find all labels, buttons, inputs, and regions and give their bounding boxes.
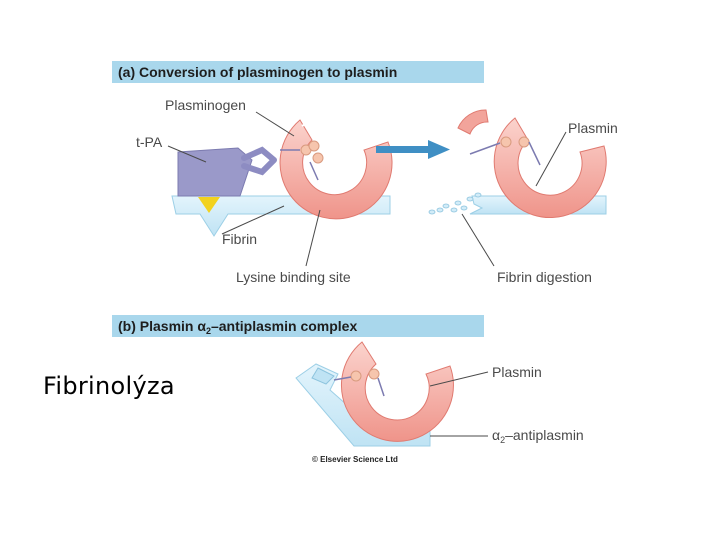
panel-a: (a) Conversion of plasminogen to plasmin [112, 61, 618, 285]
slide-title: Fibrinolýza [43, 372, 175, 400]
plasmin-linker-b [333, 376, 385, 397]
panel-a-header-band [112, 61, 484, 83]
label-tpa: t-PA [136, 134, 163, 150]
antiplasmin-tab [311, 367, 335, 385]
panel-b-header: (b) Plasmin α2–antiplasmin complex [118, 318, 357, 336]
plasmin-fragment-a [457, 109, 489, 135]
label-antiplasmin: α2–antiplasmin [492, 427, 584, 445]
plasminogen-bead-3 [308, 140, 320, 152]
conversion-arrow [376, 140, 450, 159]
panel-b-leader-lines [429, 371, 489, 437]
plasminogen-linker [280, 149, 319, 181]
plasmin-bead-2 [518, 136, 530, 148]
label-fibrin: Fibrin [222, 231, 257, 247]
panel-a-header: (a) Conversion of plasminogen to plasmin [118, 64, 397, 80]
plasminogen-ring-stripe [301, 116, 341, 127]
fibrin-fragments [428, 192, 482, 215]
plasminogen-ring [279, 119, 393, 220]
plasmin-bead-1 [500, 136, 512, 148]
panel-b: (b) Plasmin α2–antiplasmin complex Plasm… [112, 315, 584, 464]
label-plasminogen: Plasminogen [165, 97, 246, 113]
plasmin-linker-a [469, 141, 541, 166]
label-plasmin-b: Plasmin [492, 364, 542, 380]
plasminogen-bead-2 [312, 152, 324, 164]
copyright-notice: © Elsevier Science Ltd [312, 455, 398, 464]
plasmin-b-bead-2 [368, 368, 380, 380]
label-fibrin-digestion: Fibrin digestion [497, 269, 592, 285]
label-lysine-binding-site: Lysine binding site [236, 269, 351, 285]
plasmin-b-bead-1 [350, 370, 362, 382]
tpa-binding-site [198, 197, 220, 213]
panel-a-leader-lines [167, 111, 567, 267]
label-plasmin-a: Plasmin [568, 120, 618, 136]
plasmin-ring-b [340, 341, 454, 442]
panel-b-header-band [112, 315, 484, 337]
tpa-jaws [241, 146, 277, 176]
tpa-molecule [177, 147, 253, 197]
